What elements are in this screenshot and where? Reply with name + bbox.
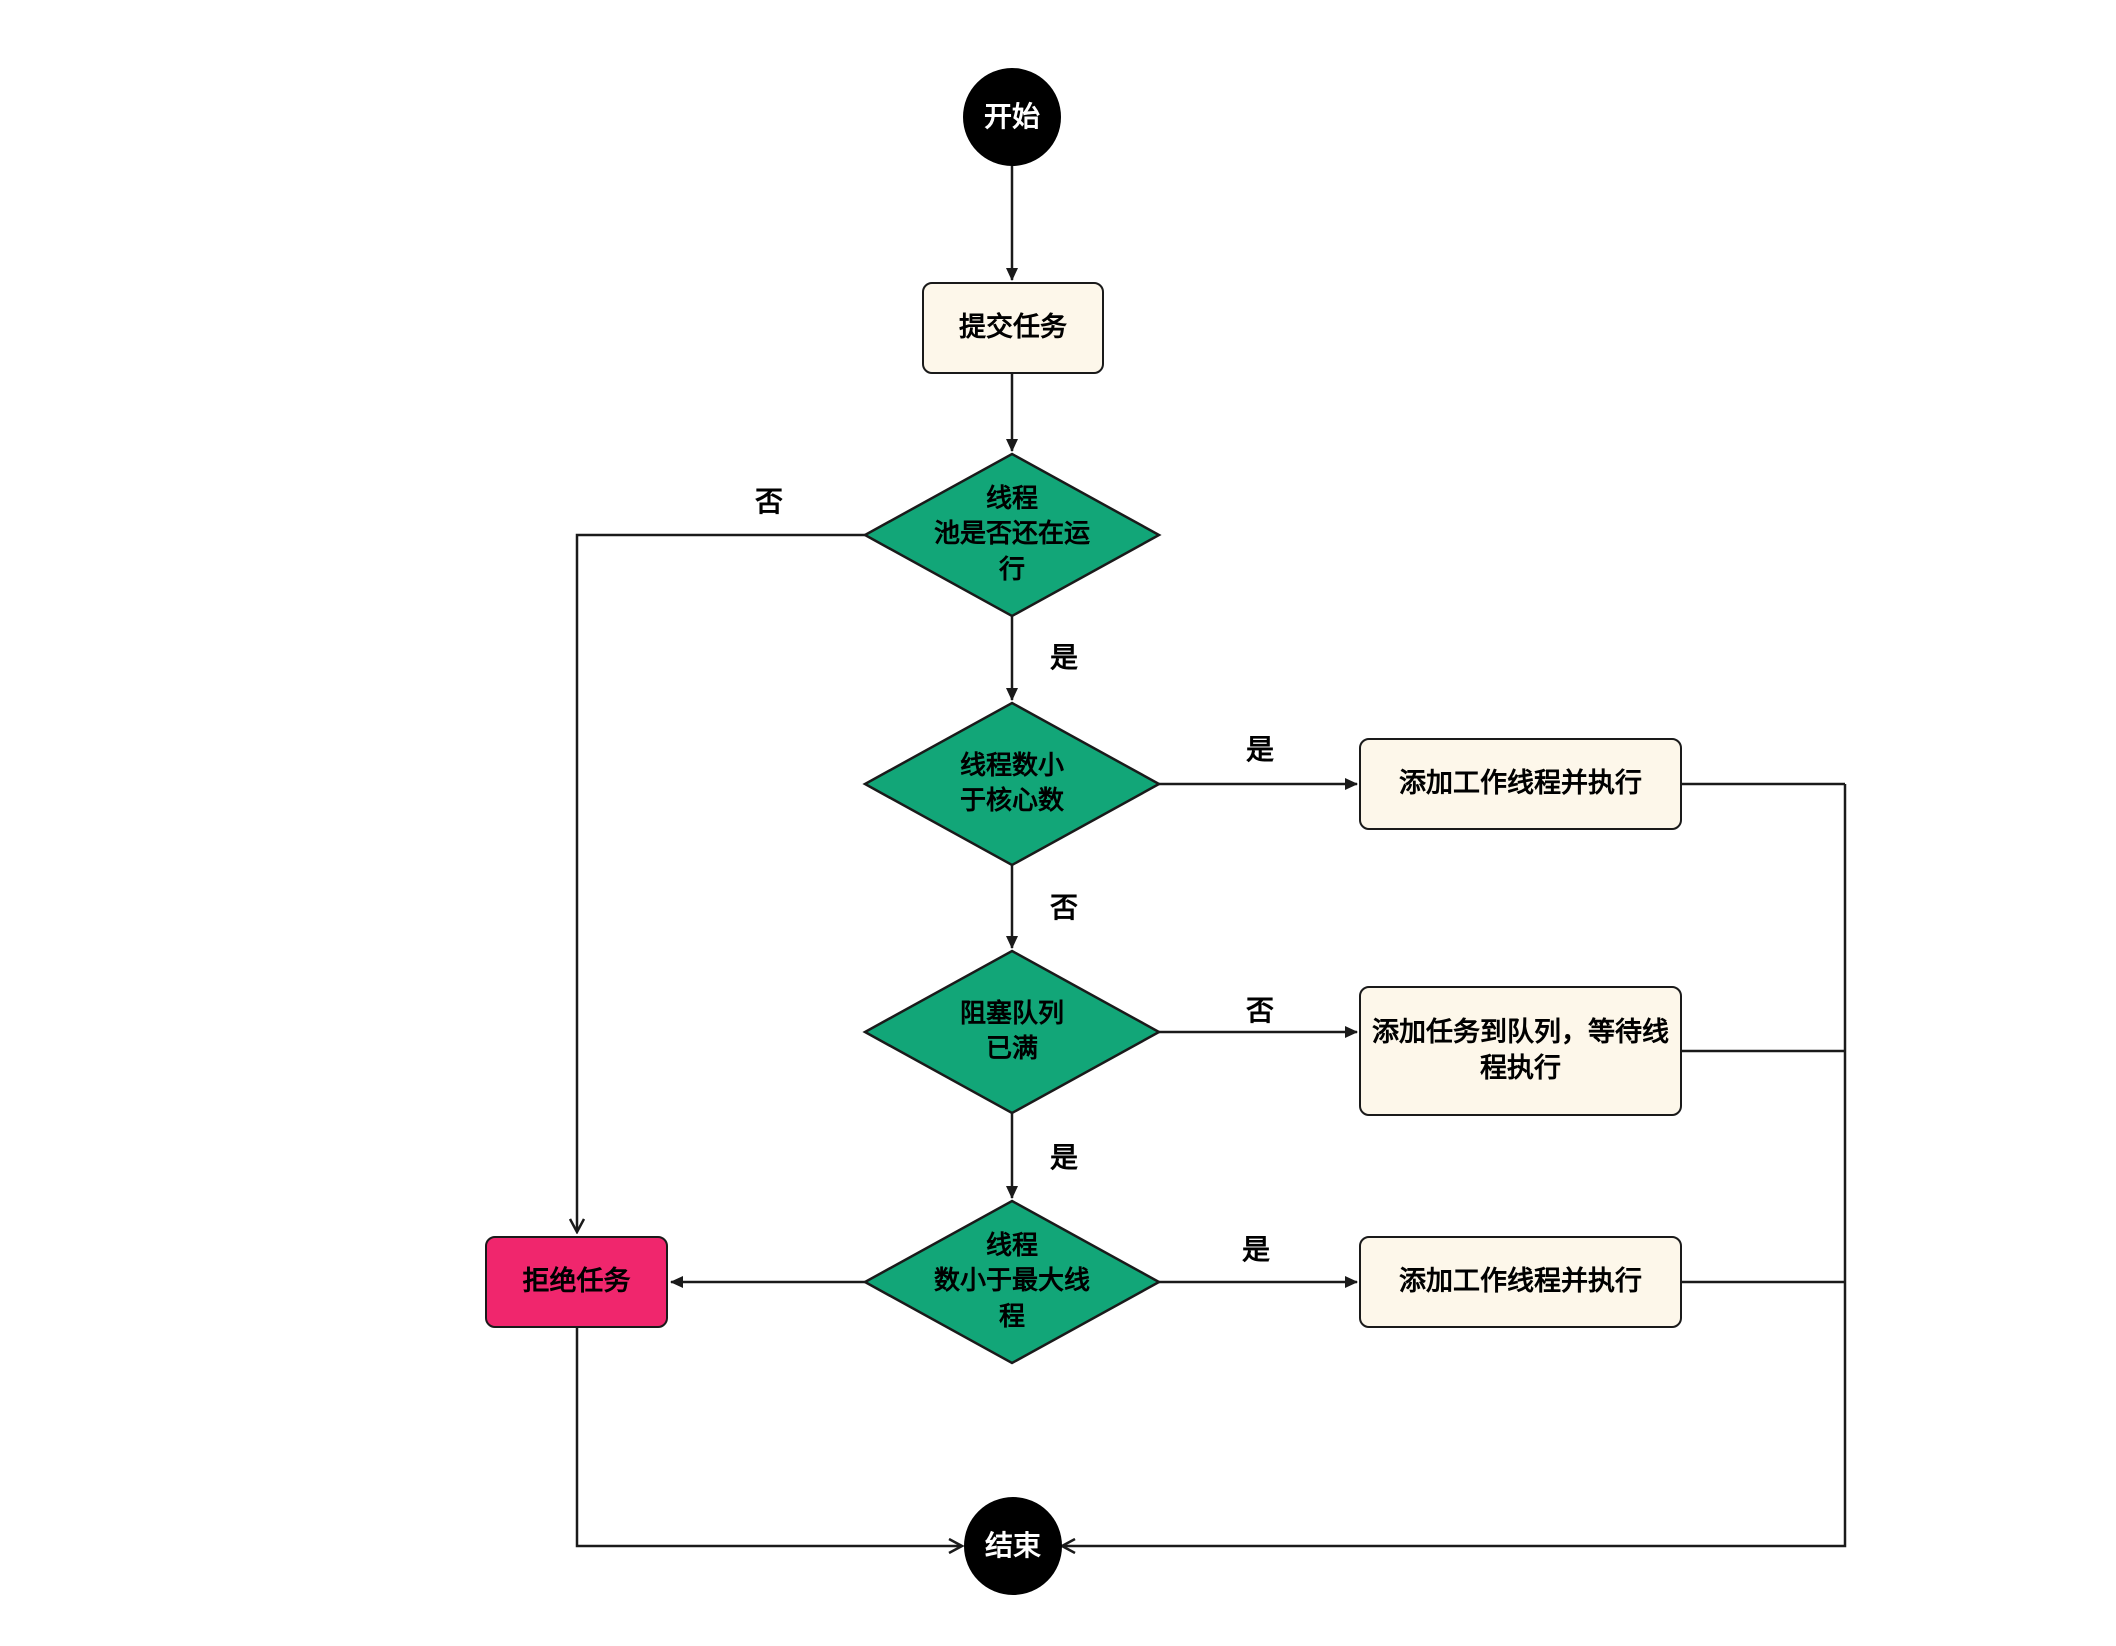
add-worker-box-1: 添加工作线程并执行: [1359, 738, 1682, 830]
edge-running-reject: [577, 533, 865, 1232]
start-node-label: 开始: [983, 100, 1040, 134]
label-max-yes: 是: [1242, 1233, 1271, 1266]
add-worker-box-2: 添加工作线程并执行: [1359, 1236, 1682, 1328]
label-core-no: 否: [1050, 891, 1079, 924]
edge-merge-end: [1062, 784, 1847, 1546]
add-to-queue-label: 添加任务到队列，等待线程执行: [1372, 1016, 1669, 1084]
add-to-queue-box: 添加任务到队列，等待线程执行: [1359, 986, 1682, 1116]
label-running-yes: 是: [1050, 641, 1079, 674]
label-core-yes: 是: [1246, 733, 1275, 766]
submit-task-label: 提交任务: [959, 311, 1067, 343]
edge-reject-end: [575, 1327, 962, 1546]
start-node: 开始: [963, 68, 1061, 166]
label-queue-no: 否: [1246, 994, 1275, 1027]
end-node-label: 结束: [984, 1529, 1041, 1563]
decision-diamond-max: [862, 1199, 1162, 1365]
end-node: 结束: [964, 1497, 1062, 1595]
add-worker-label-2: 添加工作线程并执行: [1399, 1265, 1642, 1297]
decision-queue-label: 阻塞队列 已满: [959, 998, 1064, 1064]
decision-max-label: 线程 数小于最大线 程: [933, 1231, 1090, 1332]
label-running-no: 否: [755, 485, 784, 518]
add-worker-label-1: 添加工作线程并执行: [1399, 767, 1642, 799]
reject-task-box: 拒绝任务: [485, 1236, 668, 1328]
decision-core-label: 线程数小 于核心数: [959, 750, 1064, 816]
reject-task-label: 拒绝任务: [522, 1265, 631, 1297]
decision-running-label: 线程 池是否还在运 行: [933, 484, 1090, 585]
label-queue-yes: 是: [1050, 1141, 1079, 1174]
submit-task-box: 提交任务: [922, 282, 1104, 374]
